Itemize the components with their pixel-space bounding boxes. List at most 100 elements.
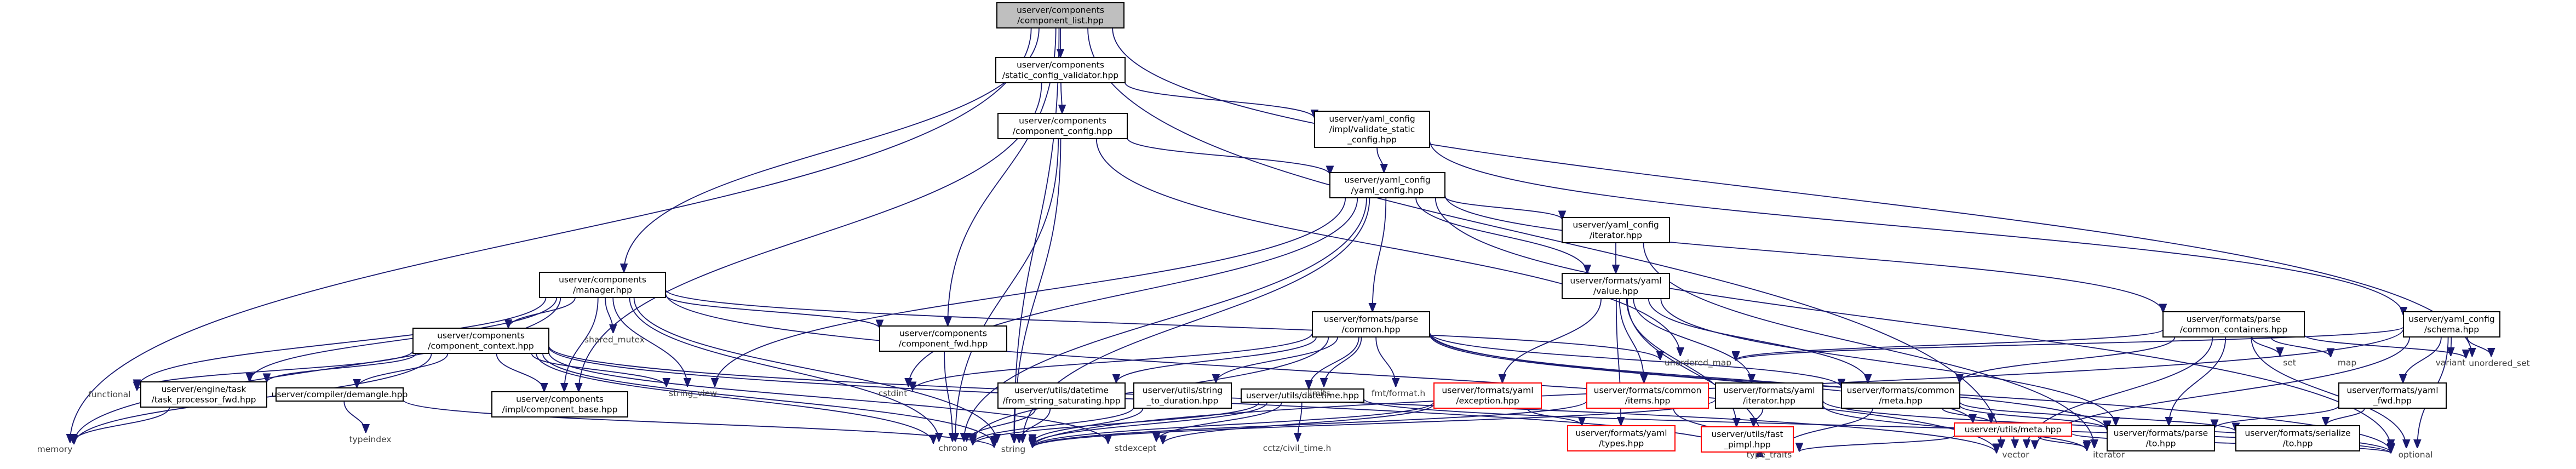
edge-parse_common-to-datetime xyxy=(1309,336,1359,389)
edge-yamlconfig-to-cstdint xyxy=(909,197,1358,387)
node-label: fmt/format.h xyxy=(1372,388,1425,398)
node-yaml_exception[interactable]: userver/formats/yaml/exception.hpp xyxy=(1433,382,1542,409)
edge-yaml_iterator-to-string xyxy=(1032,399,1716,449)
node-label: /impl/component_base.hpp xyxy=(502,405,618,415)
edge-manager-to-string xyxy=(633,297,997,443)
edge-parse_common-to-parse_to xyxy=(1429,333,2107,430)
node-yc_iterator[interactable]: userver/yaml_config/iterator.hpp xyxy=(1562,217,1670,243)
edge-root-to-memory xyxy=(70,27,1032,443)
node-yamlconfig[interactable]: userver/yaml_config/yaml_config.hpp xyxy=(1329,172,1445,198)
node-unordered_map: unordered_map xyxy=(1665,358,1731,368)
edge-common_containers-to-parse_to xyxy=(2169,336,2227,426)
node-label: /static_config_validator.hpp xyxy=(1002,71,1118,81)
node-label: /yaml_config.hpp xyxy=(1351,186,1424,196)
node-compbase[interactable]: userver/components/impl/component_base.h… xyxy=(491,391,628,417)
node-label: typeindex xyxy=(349,434,391,444)
node-label: /iterator.hpp xyxy=(1590,231,1642,241)
node-label: userver/yaml_config xyxy=(2408,314,2494,325)
node-serialize_to[interactable]: userver/formats/serialize/to.hpp xyxy=(2235,425,2360,451)
node-root[interactable]: userver/components/component_list.hpp xyxy=(996,2,1125,28)
node-box xyxy=(1841,382,1960,409)
node-utils_meta[interactable]: userver/utils/meta.hpp xyxy=(1954,422,2072,437)
edge-yamlconfig-to-common_containers xyxy=(1444,195,2163,313)
edge-compconfig-to-yamlconfig xyxy=(1127,138,1330,175)
edge-string_to_duration-to-chrono xyxy=(973,407,1134,444)
node-label: userver/formats/parse xyxy=(1324,314,1418,324)
node-compfwd[interactable]: userver/components/component_fwd.hpp xyxy=(879,325,1007,352)
node-map: map xyxy=(2338,358,2356,368)
edge-comp_context-to-chrono xyxy=(536,353,933,444)
node-typeindex: typeindex xyxy=(349,434,391,444)
node-string_view: string_view xyxy=(669,388,717,399)
node-box xyxy=(1701,426,1794,453)
node-common_meta[interactable]: userver/formats/common/meta.hpp xyxy=(1841,382,1960,409)
edge-common_meta-to-utils_meta xyxy=(1942,408,1991,424)
node-yaml_fwd[interactable]: userver/formats/yaml_fwd.hpp xyxy=(2338,382,2447,409)
node-box xyxy=(140,381,267,408)
node-box xyxy=(2162,311,2305,338)
edge-common_containers-to-unordered_set xyxy=(2304,334,2466,359)
node-box xyxy=(997,113,1128,139)
node-task_fwd[interactable]: userver/engine/task/task_processor_fwd.h… xyxy=(140,381,267,408)
node-label: /common_containers.hpp xyxy=(2180,325,2287,335)
edge-manager-to-comp_context xyxy=(508,297,576,329)
node-yaml_value[interactable]: userver/formats/yaml/value.hpp xyxy=(1562,273,1670,299)
node-comp_context[interactable]: userver/components/component_context.hpp xyxy=(412,328,549,354)
node-demangle[interactable]: userver/compiler/demangle.hpp xyxy=(272,387,408,402)
node-compconfig[interactable]: userver/components/component_config.hpp xyxy=(997,113,1128,139)
node-label: userver/components xyxy=(1017,5,1104,15)
edge-common_containers-to-set xyxy=(2251,336,2280,357)
node-label: userver/compiler/demangle.hpp xyxy=(272,390,408,399)
node-fmt_format: fmt/format.h xyxy=(1372,388,1425,398)
node-manager[interactable]: userver/components/manager.hpp xyxy=(539,272,666,298)
node-label: shared_mutex xyxy=(584,335,645,345)
node-parse_common[interactable]: userver/formats/parse/common.hpp xyxy=(1312,311,1430,338)
edge-common_meta-to-parse_to xyxy=(1959,405,2107,430)
edge-parse_common-to-cstdint xyxy=(913,333,1313,391)
node-optional: optional xyxy=(2399,450,2433,460)
node-fast_pimpl[interactable]: userver/utils/fast_pimpl.hpp xyxy=(1701,426,1794,453)
node-parse_to[interactable]: userver/formats/parse/to.hpp xyxy=(2107,425,2215,451)
node-label: /task_processor_fwd.hpp xyxy=(152,395,256,405)
node-impl_vsc[interactable]: userver/yaml_config/impl/validate_static… xyxy=(1314,111,1430,148)
node-label: userver/formats/parse xyxy=(2114,428,2208,438)
edge-common_containers-to-map xyxy=(2270,336,2331,358)
node-label: userver/formats/yaml xyxy=(1723,386,1815,396)
node-label: userver/formats/yaml xyxy=(1570,276,1661,286)
edge-yaml_fwd-to-parse_to xyxy=(2214,405,2339,429)
node-label: memory xyxy=(37,444,73,454)
edge-yaml_value-to-common_items xyxy=(1619,298,1644,383)
node-datetime[interactable]: userver/utils/datetime.hpp xyxy=(1241,388,1364,403)
node-stdexcept: stdexcept xyxy=(1115,443,1156,453)
node-label: userver/utils/datetime xyxy=(1014,386,1109,396)
node-scv[interactable]: userver/components/static_config_validat… xyxy=(995,57,1126,83)
node-label: /iterator.hpp xyxy=(1743,396,1795,406)
edge-manager-to-vector xyxy=(665,292,1996,453)
node-dt_saturating[interactable]: userver/utils/datetime/from_string_satur… xyxy=(997,382,1126,409)
node-yc_schema[interactable]: userver/yaml_config/schema.hpp xyxy=(2403,311,2500,338)
node-box xyxy=(1314,111,1430,148)
node-label: userver/engine/task xyxy=(162,385,246,394)
node-chrono: chrono xyxy=(938,443,967,453)
edge-comp_context-to-compbase xyxy=(496,353,544,392)
node-box xyxy=(1562,273,1670,299)
edge-manager-to-functional xyxy=(137,297,547,388)
node-box xyxy=(1567,425,1676,451)
node-string_to_duration[interactable]: userver/utils/string_to_duration.hpp xyxy=(1133,382,1232,409)
node-yaml_iterator[interactable]: userver/formats/yaml/iterator.hpp xyxy=(1715,382,1823,409)
node-label: /items.hpp xyxy=(1625,396,1671,406)
edge-dt_saturating-to-string xyxy=(1019,408,1051,443)
node-cstdint: cstdint xyxy=(879,388,908,398)
node-label: chrono xyxy=(938,443,967,453)
node-yaml_types[interactable]: userver/formats/yaml/types.hpp xyxy=(1567,425,1676,451)
edge-parse_common-to-string_to_duration xyxy=(1216,336,1339,384)
edge-comp_context-to-task_fwd xyxy=(267,353,417,383)
node-box xyxy=(1312,311,1430,338)
edge-datetime-to-cctz xyxy=(1298,402,1303,442)
node-common_containers[interactable]: userver/formats/parse/common_containers.… xyxy=(2162,311,2305,338)
edge-manager-to-chrono xyxy=(629,297,939,442)
node-label: userver/utils/meta.hpp xyxy=(1965,425,2062,434)
edge-demangle-to-string xyxy=(403,399,994,448)
node-common_items[interactable]: userver/formats/common/items.hpp xyxy=(1586,382,1709,409)
edge-compconfig-to-chrono xyxy=(955,138,1059,442)
